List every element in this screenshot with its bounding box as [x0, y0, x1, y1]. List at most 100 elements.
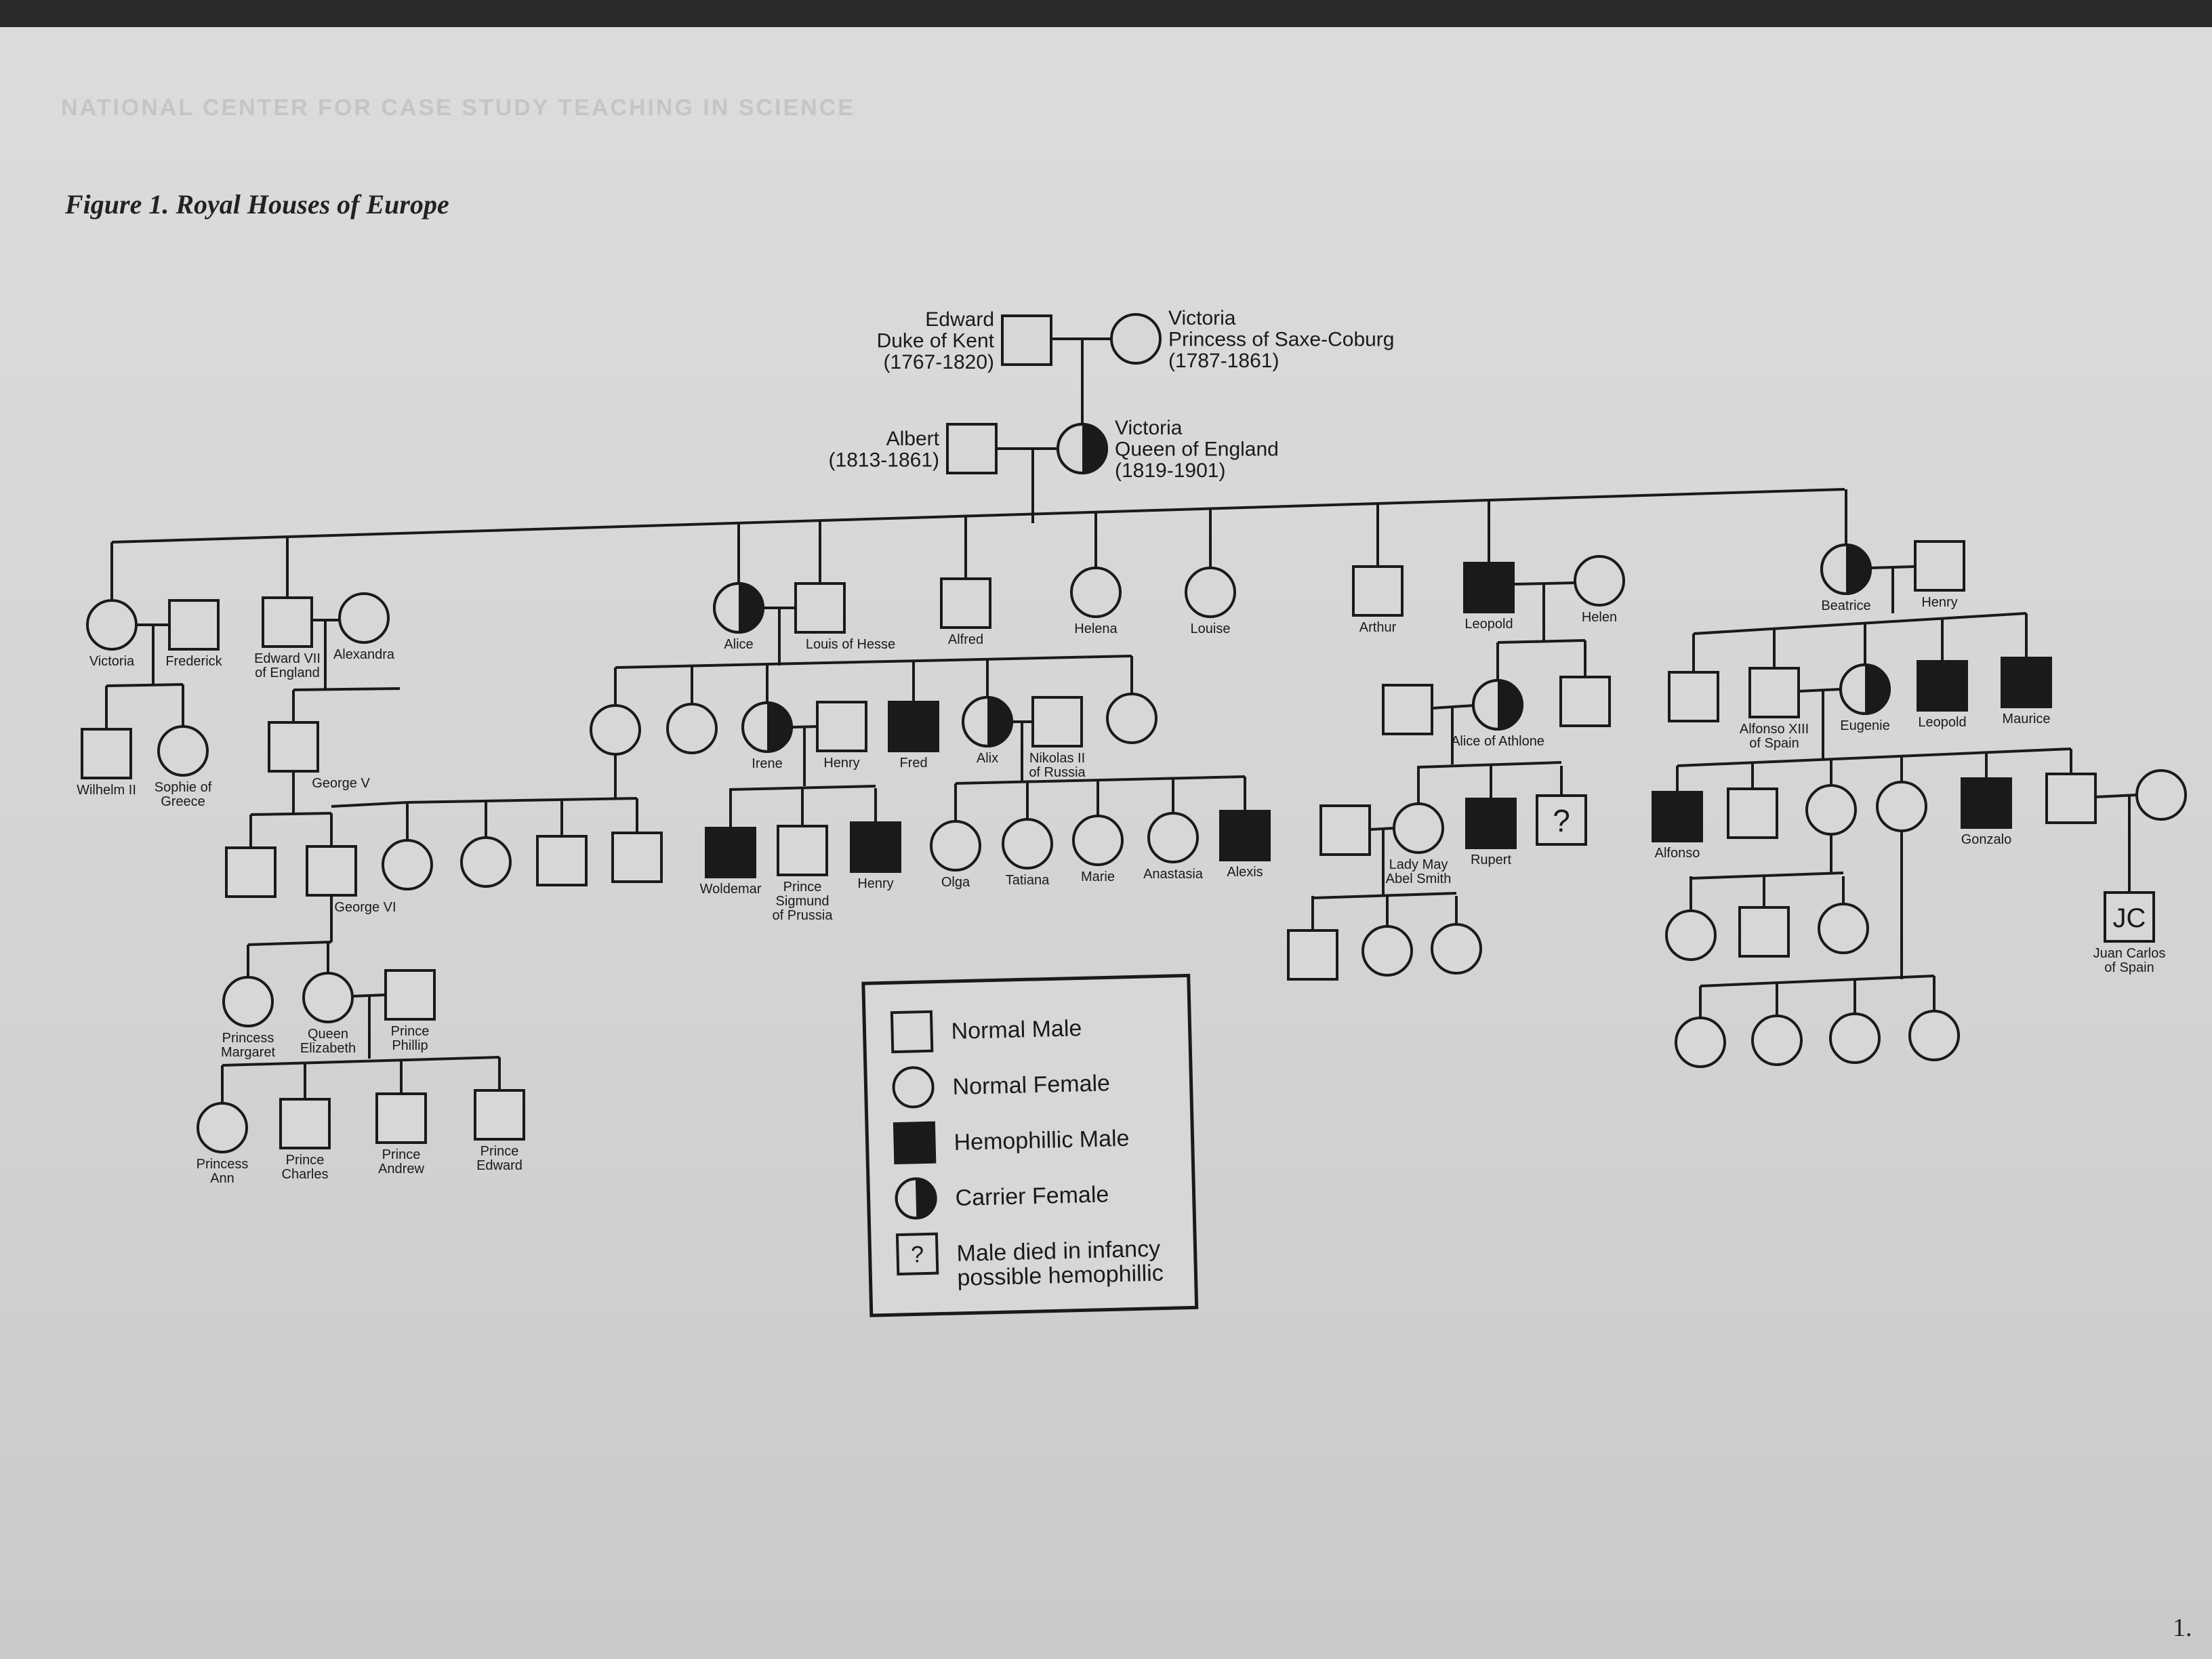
victoria-child-label: Victoria — [89, 654, 135, 669]
charles-label: Charles — [282, 1167, 329, 1182]
alice-label: Alice — [724, 637, 753, 652]
athlone-q-symbol: ? — [1536, 794, 1587, 846]
frederick-symbol — [168, 599, 220, 651]
sibship-line — [730, 785, 876, 791]
albert-label: Albert — [886, 428, 940, 450]
irene-symbol — [741, 701, 793, 753]
margaret-symbol — [222, 976, 274, 1027]
svg-text:?: ? — [911, 1242, 924, 1267]
sibship-line — [111, 488, 1845, 544]
henry-irene-label: Henry — [857, 876, 893, 891]
lady-may-label: Lady May — [1389, 857, 1448, 872]
nicholas-label: of Russia — [1029, 765, 1086, 780]
legend-label: Normal Female — [952, 1070, 1110, 1100]
tatiana-label: Tatiana — [1006, 873, 1050, 888]
sigmund-label: Prince — [783, 880, 822, 895]
olga-symbol — [930, 820, 981, 872]
legend-hemophilic-male: Hemophillic Male — [893, 1121, 1130, 1165]
lm-c2-symbol — [1361, 925, 1413, 977]
sigmund-symbol — [777, 825, 828, 876]
elizabeth-symbol — [302, 972, 354, 1023]
alexis-symbol — [1219, 810, 1271, 861]
albert-symbol — [946, 423, 998, 474]
sibship-line — [1693, 612, 2027, 635]
leopold-label: Leopold — [1465, 617, 1513, 632]
maurice-label: Maurice — [2002, 712, 2050, 726]
henry-batt-symbol — [1914, 540, 1965, 592]
alexandra-symbol — [338, 592, 390, 644]
edward-vii-label: of England — [255, 665, 320, 680]
henry-irene-symbol — [850, 821, 901, 873]
ann-label: Ann — [210, 1171, 234, 1186]
lady-may-husband-symbol — [1319, 804, 1371, 856]
alfonso-label: Alfonso — [1655, 846, 1700, 861]
ann-symbol — [197, 1102, 248, 1153]
alice-g4a-symbol — [590, 704, 641, 756]
anastasia-symbol — [1147, 812, 1199, 863]
charles-label: Prince — [286, 1153, 325, 1168]
edward-p-label: Edward — [476, 1158, 523, 1173]
svg-text:JC: JC — [2113, 903, 2146, 933]
page-number: 1. — [2173, 1614, 2192, 1642]
arthur-symbol — [1352, 565, 1404, 617]
woldemar-symbol — [705, 827, 756, 878]
g5-spain-wife-symbol — [2135, 769, 2187, 821]
sibship-line — [1497, 639, 1586, 644]
george-vi-label: George VI — [334, 900, 396, 915]
g5-spain-f1-symbol — [1805, 784, 1857, 836]
leopold-symbol — [1463, 562, 1515, 613]
louise-label: Louise — [1191, 621, 1231, 636]
legend-label: Normal Male — [951, 1015, 1082, 1044]
marriage-line — [791, 725, 818, 729]
queen-victoria-label: Victoria — [1115, 417, 1183, 439]
sibship-line — [250, 812, 332, 816]
olga-label: Olga — [941, 875, 970, 890]
sibship-line — [955, 775, 1246, 785]
george-v-son1-symbol — [225, 846, 276, 898]
lady-may-symbol — [1393, 802, 1444, 854]
fred-label: Fred — [899, 756, 927, 771]
queen-victoria-label: Queen of England — [1115, 438, 1279, 461]
helena-label: Helena — [1074, 621, 1118, 636]
alice-g4b-symbol — [666, 703, 718, 754]
edward-vii-symbol — [262, 596, 313, 648]
fred-symbol — [888, 701, 939, 752]
maurice-symbol — [2001, 657, 2052, 708]
alix-symbol — [962, 696, 1013, 747]
alfonso-xiii-label: of Spain — [1749, 736, 1799, 751]
legend-normal-male: Normal Male — [890, 1010, 1082, 1054]
philip-label: Prince — [391, 1024, 430, 1039]
andrew-label: Prince — [382, 1147, 421, 1162]
sp6-m1-symbol — [1738, 906, 1790, 958]
sibship-line — [1700, 975, 1935, 987]
g5-spain-m2-symbol — [2045, 773, 2097, 824]
marriage-line — [2095, 794, 2137, 798]
leopold-b-symbol — [1917, 660, 1968, 712]
queen-victoria-label: (1819-1901) — [1115, 459, 1225, 482]
alfonso-xiii-label: Alfonso XIII — [1740, 722, 1809, 737]
alfred-symbol — [940, 577, 991, 629]
george-v-symbol — [268, 721, 319, 773]
alice-athlone-symbol — [1472, 679, 1523, 731]
juan-carlos-label: of Spain — [2104, 960, 2154, 975]
henry-batt-label: Henry — [1921, 595, 1957, 610]
alix-label: Alix — [977, 751, 998, 766]
arthur-label: Arthur — [1359, 620, 1397, 635]
legend-label: possible hemophillic — [957, 1260, 1164, 1290]
sophie-label: Greece — [161, 794, 205, 809]
anastasia-label: Anastasia — [1143, 867, 1204, 882]
sp7-f1-symbol — [1675, 1017, 1726, 1068]
helen-label: Helen — [1582, 610, 1617, 625]
edward-symbol — [1001, 314, 1052, 366]
marie-label: Marie — [1081, 869, 1115, 884]
alexis-label: Alexis — [1227, 865, 1263, 880]
edward-vii-label: Edward VII — [254, 651, 321, 666]
george-vi-symbol — [306, 845, 357, 897]
marriage-line — [352, 994, 386, 998]
edward-label: Duke of Kent — [877, 330, 995, 352]
lady-may-label: Abel Smith — [1386, 872, 1452, 886]
beatrice-symbol — [1820, 544, 1872, 595]
alice-athlone-label: Alice of Athlone — [1451, 734, 1544, 749]
sophie-label: Sophie of — [155, 780, 212, 795]
